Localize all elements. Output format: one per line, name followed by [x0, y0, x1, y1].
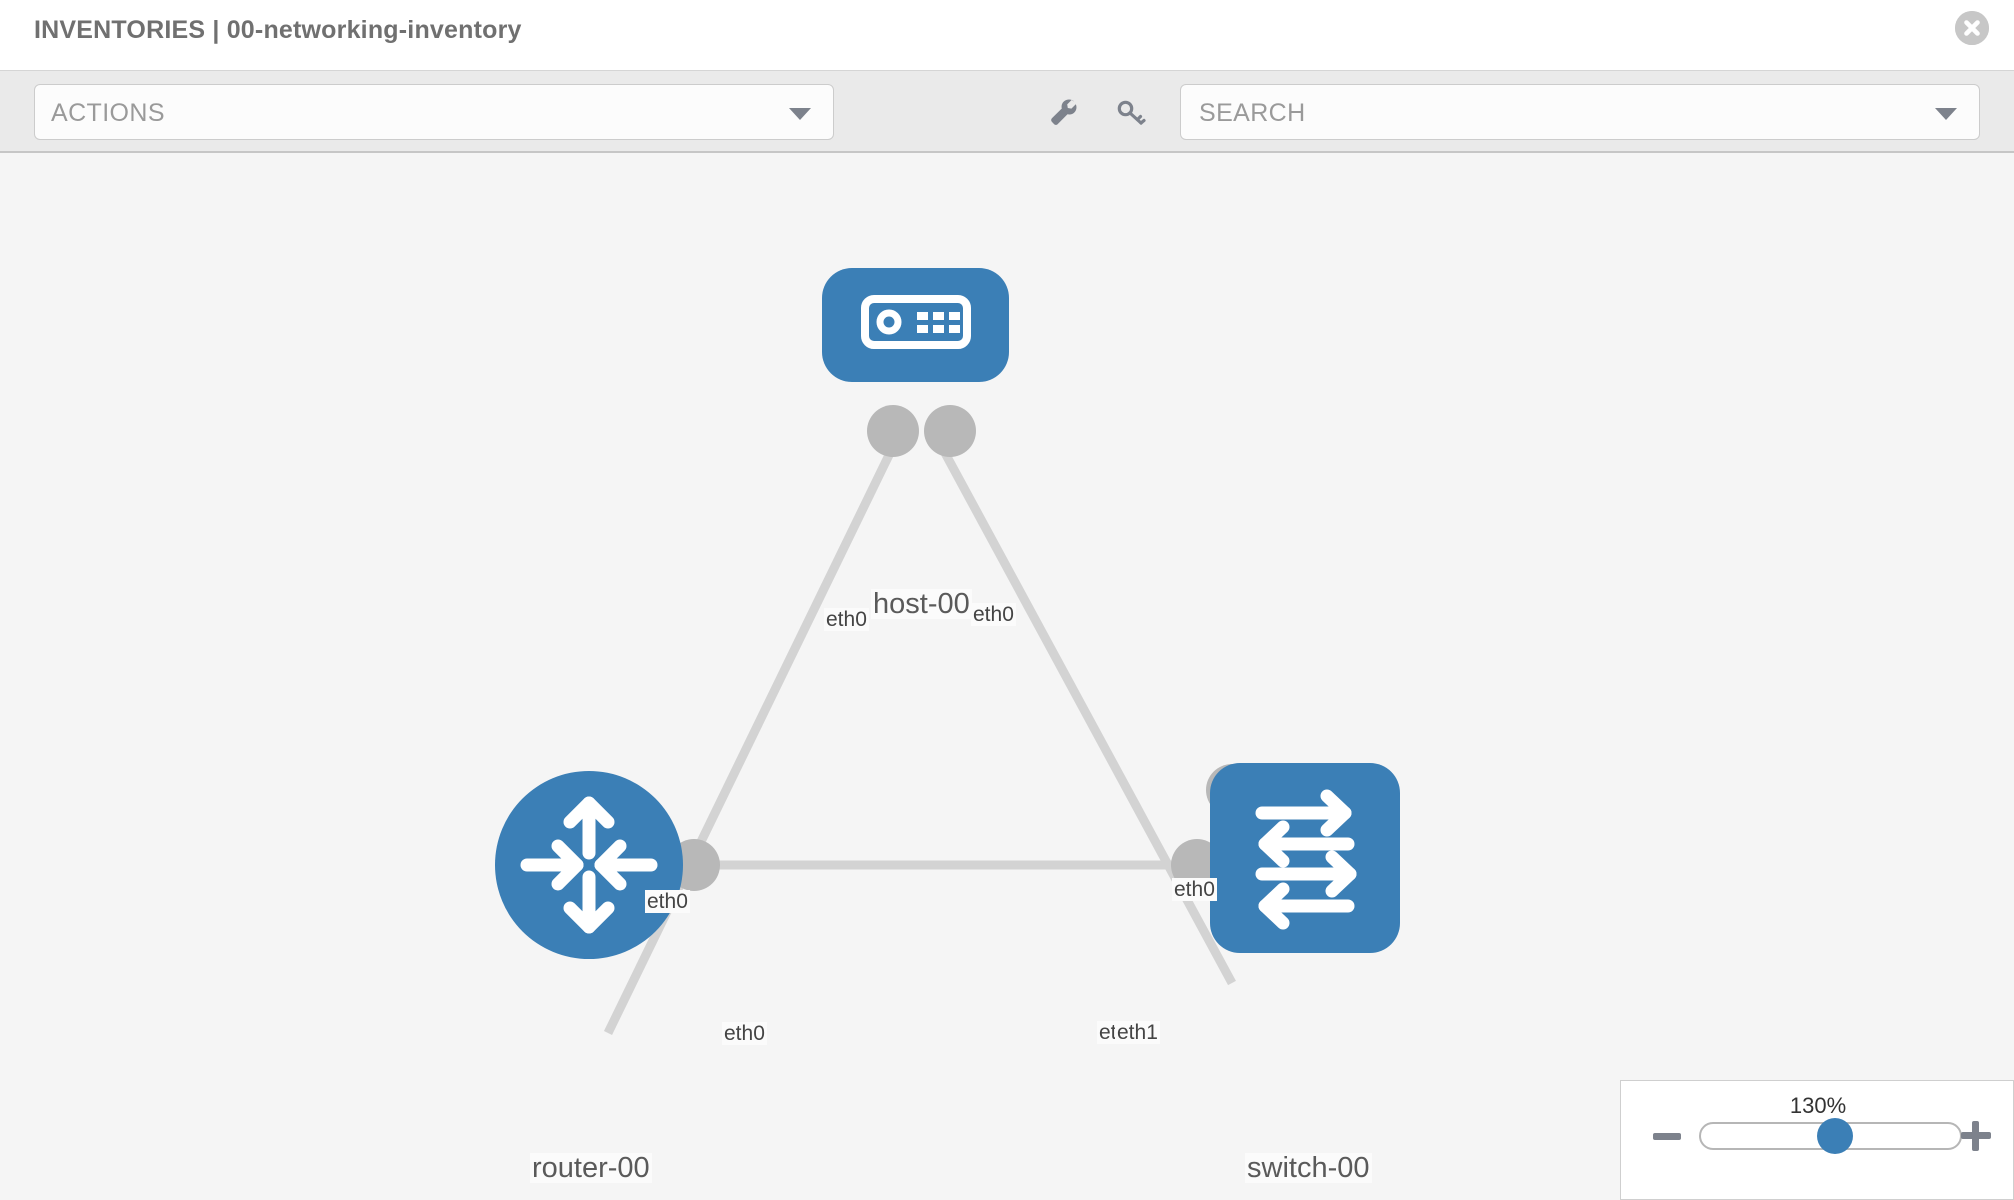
switch-arrows-icon [1255, 789, 1357, 930]
edge-label-host00-eth0-left: eth0 [824, 608, 869, 632]
node-router-00[interactable] [495, 771, 683, 959]
edge-label-router00-eth0-mid: eth0 [722, 1022, 767, 1046]
toolbar: ACTIONS [0, 70, 2014, 153]
connector-host00-left [867, 405, 919, 457]
edge-host00-switch00 [941, 450, 1236, 986]
topology-edges [603, 450, 1236, 1035]
zoom-slider-thumb[interactable] [1817, 1118, 1854, 1154]
edge-host00-router00 [603, 451, 895, 1035]
zoom-out-button[interactable] [1653, 1133, 1681, 1140]
node-label-router-00: router-00 [530, 1152, 652, 1184]
page-header: INVENTORIES | 00-networking-inventory [0, 0, 2014, 70]
node-host-00[interactable] [822, 268, 1009, 382]
topology-graph [495, 268, 1400, 1035]
connector-host00-right [924, 405, 976, 457]
router-arrows-icon [520, 796, 658, 934]
edge-label-switch00-eth1-mid: eth1 [1115, 1021, 1160, 1045]
zoom-control-panel: 130% [1620, 1080, 2014, 1200]
close-icon[interactable] [1955, 11, 1989, 45]
edge-label-router00-eth0-up: eth0 [645, 890, 690, 914]
actions-dropdown-label: ACTIONS [51, 99, 165, 127]
topology-canvas[interactable]: host-00 router-00 switch-00 eth0 eth0 et… [0, 153, 2014, 1200]
node-switch-00[interactable] [1210, 763, 1400, 953]
search-box[interactable] [1180, 84, 1980, 141]
actions-dropdown[interactable]: ACTIONS [34, 84, 834, 140]
edge-label-switch00-eth0-up: eth0 [1172, 878, 1217, 902]
key-icon[interactable] [1114, 96, 1148, 130]
page-title: INVENTORIES | 00-networking-inventory [34, 16, 522, 44]
node-label-host-00: host-00 [871, 588, 972, 620]
chevron-down-icon [789, 108, 811, 120]
wrench-icon[interactable] [1046, 96, 1080, 130]
edge-label-host00-eth0-right: eth0 [971, 603, 1016, 627]
zoom-level-label: 130% [1789, 1093, 1847, 1118]
search-input[interactable] [1197, 85, 1901, 141]
server-icon [861, 295, 971, 349]
zoom-in-button[interactable] [1961, 1121, 1991, 1151]
chevron-down-icon[interactable] [1935, 108, 1957, 120]
node-label-switch-00: switch-00 [1245, 1152, 1372, 1184]
